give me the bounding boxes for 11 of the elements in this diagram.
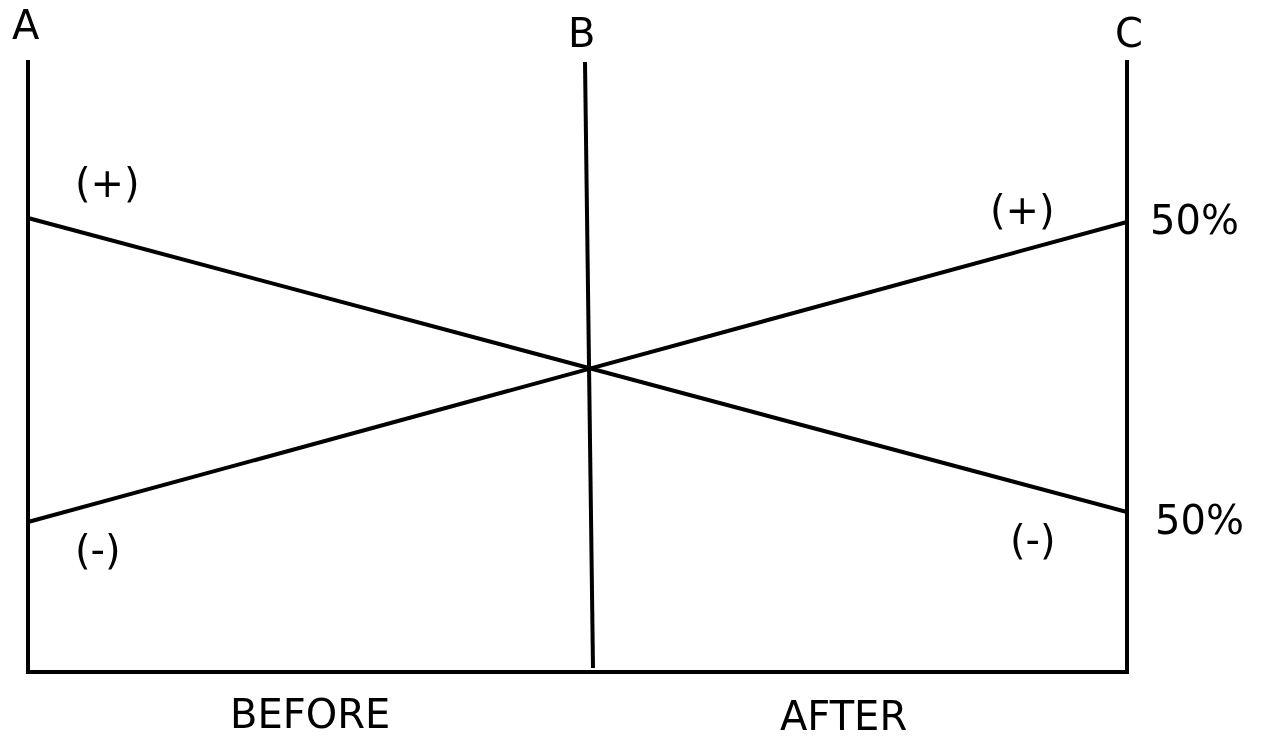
axis-letter: C — [1115, 13, 1143, 53]
percent-label: 50% — [1150, 200, 1239, 240]
axis-label: AFTER — [780, 696, 908, 736]
axis-letter: B — [568, 13, 596, 53]
axis-label: BEFORE — [230, 694, 391, 734]
axis-letter: A — [12, 5, 40, 45]
sign-label: (-) — [75, 530, 121, 570]
sign-label: (+) — [990, 190, 1055, 230]
sign-label: (-) — [1010, 520, 1056, 560]
sign-label: (+) — [75, 163, 140, 203]
percent-label: 50% — [1155, 500, 1244, 540]
